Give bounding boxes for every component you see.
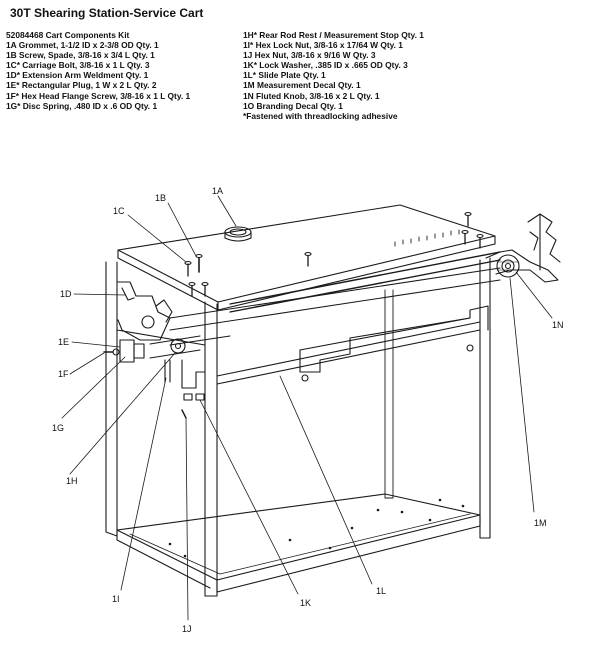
measurement-ticks <box>394 229 460 247</box>
part-line: 1K* Lock Washer, .385 ID x .665 OD Qty. … <box>243 60 408 71</box>
part-line: 1M Measurement Decal Qty. 1 <box>243 80 361 91</box>
part-line: 1O Branding Decal Qty. 1 <box>243 100 343 111</box>
slide-plate <box>299 305 489 382</box>
part-line: 1D* Extension Arm Weldment Qty. 1 <box>6 70 149 81</box>
part-line: 1H* Rear Rod Rest / Measurement Stop Qty… <box>243 30 424 40</box>
stop-assembly <box>103 335 201 383</box>
grommet <box>224 226 252 242</box>
page-title: 30T Shearing Station-Service Cart <box>10 6 204 20</box>
part-line: 1J Hex Nut, 3/8-16 x 9/16 W Qty. 3 <box>243 50 376 61</box>
threadlock-note: *Fastened with threadlocking adhesive <box>243 110 398 121</box>
parts-list-right: 1H* Rear Rod Rest / Measurement Stop Qty… <box>243 30 424 121</box>
shelf-holes <box>168 498 465 558</box>
extension-arm <box>169 229 501 346</box>
part-line: 1A Grommet, 1-1/2 ID x 2-3/8 OD Qty. 1 <box>6 40 159 51</box>
part-line: 1G* Disc Spring, .480 ID x .6 OD Qty. 1 <box>6 100 158 111</box>
top-fasteners <box>184 211 484 297</box>
part-line: 1N Fluted Knob, 3/8-16 x 2 L Qty. 1 <box>243 90 380 101</box>
fluted-knob <box>496 254 520 278</box>
right-rod-rest <box>485 213 561 283</box>
parts-list-left: 52084468 Cart Components Kit 1A Grommet,… <box>6 30 190 111</box>
callout-1L: 1L <box>376 586 386 596</box>
part-line: 1C* Carriage Bolt, 3/8-16 x 1 L Qty. 3 <box>6 60 150 71</box>
callout-1F: 1F <box>58 369 69 379</box>
part-line: 1L* Slide Plate Qty. 1 <box>243 70 326 81</box>
callout-1D: 1D <box>60 289 72 299</box>
leg-front-left <box>204 301 218 597</box>
callout-1N: 1N <box>552 320 564 330</box>
callout-1B: 1B <box>155 193 166 203</box>
callout-1H: 1H <box>66 476 78 486</box>
rear-rod-rest <box>117 281 173 341</box>
leg-front-right <box>479 257 491 539</box>
callout-1G: 1G <box>52 423 64 433</box>
callout-1E: 1E <box>58 337 69 347</box>
callout-1I: 1I <box>112 594 120 604</box>
kit-header: 52084468 Cart Components Kit <box>6 30 130 40</box>
part-line: 1I* Hex Lock Nut, 3/8-16 x 17/64 W Qty. … <box>243 40 403 51</box>
callout-1J: 1J <box>182 624 192 634</box>
leg-back-left <box>105 261 118 537</box>
bottom-shelf <box>116 493 481 581</box>
callout-1M: 1M <box>534 518 547 528</box>
part-line: 1E* Rectangular Plug, 1 W x 2 L Qty. 2 <box>6 80 157 91</box>
callout-1K: 1K <box>300 598 311 608</box>
lower-bracket <box>181 359 205 419</box>
part-line: 1B Screw, Spade, 3/8-16 x 3/4 L Qty. 1 <box>6 50 155 61</box>
callout-1C: 1C <box>113 206 125 216</box>
part-line: 1F* Hex Head Flange Screw, 3/8-16 x 1 L … <box>6 90 191 101</box>
leader-lines <box>61 195 553 621</box>
callout-1A: 1A <box>212 186 223 196</box>
leg-back-right <box>384 289 394 499</box>
